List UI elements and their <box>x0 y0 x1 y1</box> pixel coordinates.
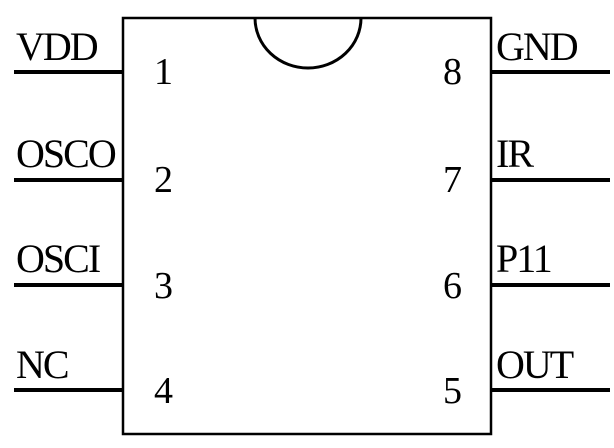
chip-body <box>121 16 493 436</box>
pin-7-number: 7 <box>443 159 462 201</box>
pin-5-number: 5 <box>443 370 462 412</box>
pin-6-label: P11 <box>496 236 551 281</box>
pin-4-number: 4 <box>154 370 173 412</box>
pin-6-number: 6 <box>443 265 462 307</box>
pin-2-number: 2 <box>154 159 173 201</box>
pin-4-label: NC <box>16 342 68 387</box>
pin-3-label: OSCI <box>16 236 100 281</box>
pin-5-label: OUT <box>496 342 574 387</box>
orientation-notch <box>253 17 363 70</box>
pin-1-number: 1 <box>154 51 173 93</box>
pin-8-label: GND <box>496 24 578 69</box>
pin-3-number: 3 <box>154 265 173 307</box>
pin-8-number: 8 <box>443 51 462 93</box>
pin-1-label: VDD <box>16 24 98 69</box>
pin-2-label: OSCO <box>16 131 116 176</box>
pin-7-label: IR <box>496 131 534 176</box>
